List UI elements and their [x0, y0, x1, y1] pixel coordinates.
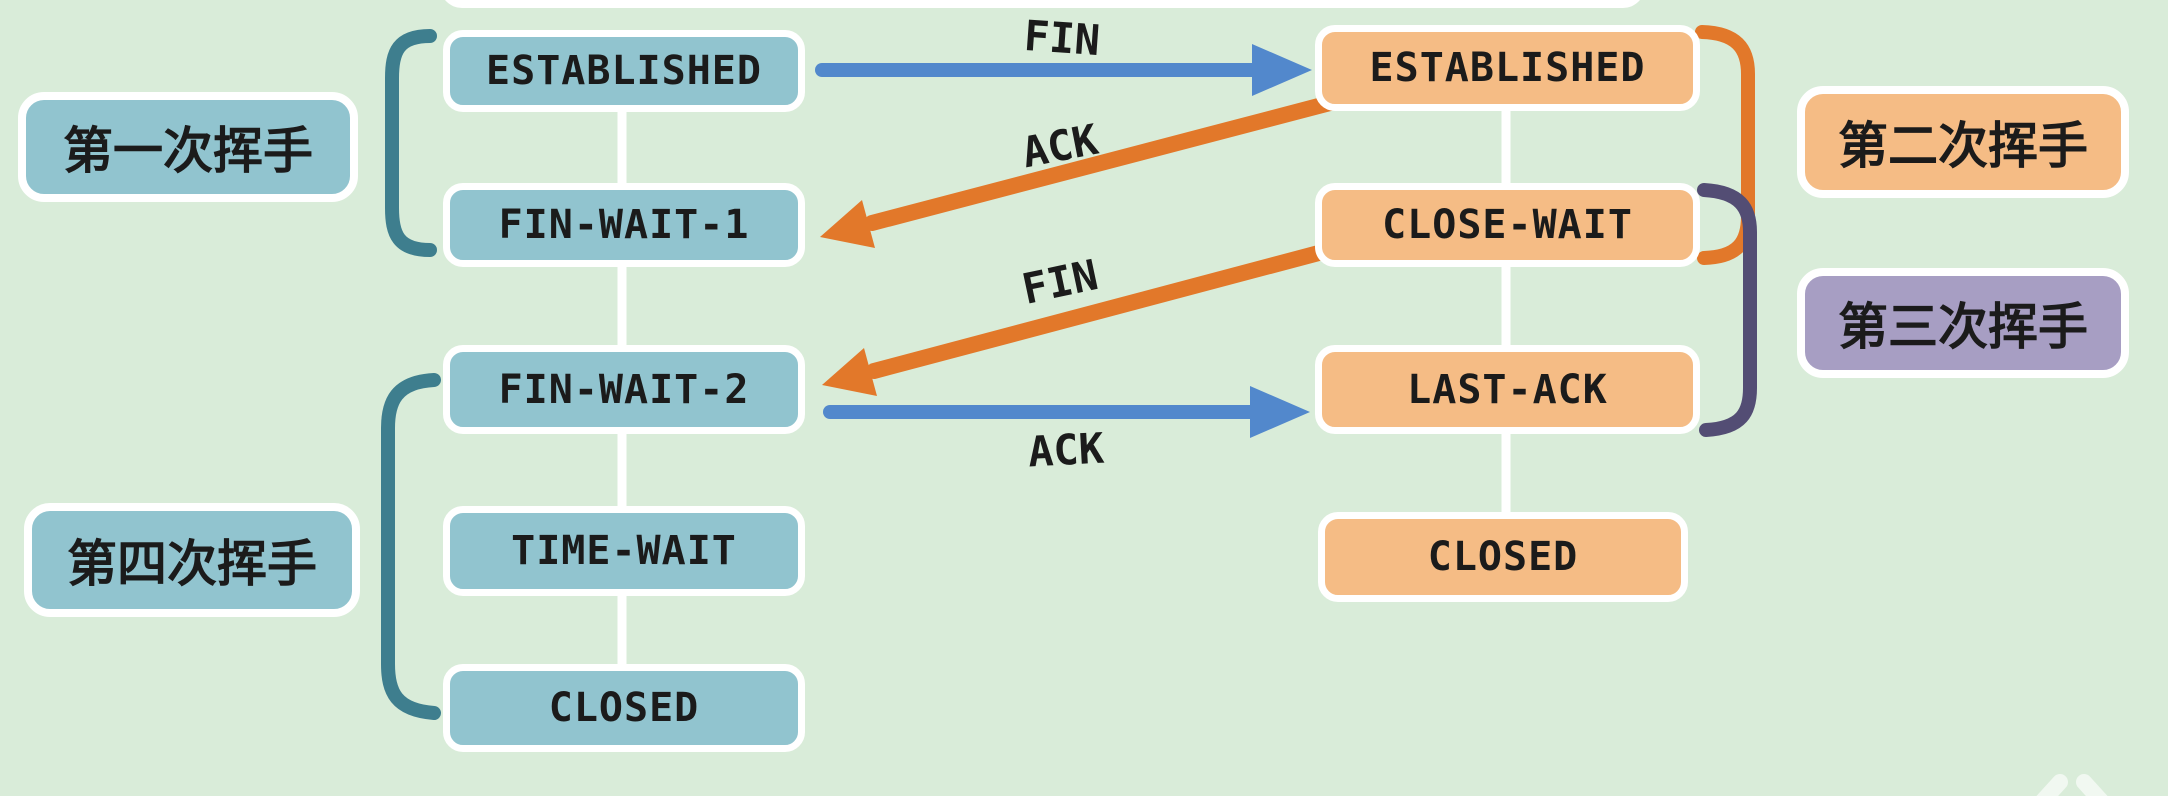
- bracket-first-handshake: [385, 29, 437, 257]
- state-client-established: ESTABLISHED: [443, 30, 805, 112]
- fin2-arrow-line: [866, 242, 1338, 379]
- label-first-handshake: 第一次挥手: [18, 92, 358, 202]
- state-label: CLOSED: [1427, 534, 1579, 580]
- bracket-second-handshake: [1695, 25, 1755, 265]
- state-label: TIME-WAIT: [511, 528, 737, 574]
- label-second-handshake: 第二次挥手: [1797, 86, 2129, 198]
- handshake-label-text: 第三次挥手: [1838, 299, 2088, 355]
- state-server-established: ESTABLISHED: [1315, 25, 1700, 111]
- label-fourth-handshake: 第四次挥手: [24, 503, 360, 617]
- state-server-close-wait: CLOSE-WAIT: [1315, 183, 1700, 267]
- state-client-fin-wait-1: FIN-WAIT-1: [443, 183, 805, 267]
- handshake-label-text: 第一次挥手: [63, 123, 313, 179]
- state-label: ESTABLISHED: [486, 48, 762, 94]
- state-label: FIN-WAIT-1: [498, 202, 750, 248]
- top-cutoff-box: [440, 0, 1645, 8]
- state-label: ESTABLISHED: [1369, 45, 1646, 91]
- ack1-arrow-head: [820, 200, 875, 248]
- fin2-arrow-label: FIN: [1017, 250, 1103, 314]
- handshake-label-text: 第四次挥手: [67, 536, 317, 592]
- state-label: FIN-WAIT-2: [498, 366, 750, 413]
- state-label: CLOSE-WAIT: [1382, 202, 1633, 248]
- state-client-fin-wait-2: FIN-WAIT-2: [443, 345, 805, 434]
- watermark-stroke-right: [2076, 774, 2108, 796]
- bracket-fourth-handshake: [381, 373, 441, 720]
- state-client-closed: CLOSED: [443, 664, 805, 752]
- state-server-last-ack: LAST-ACK: [1315, 345, 1700, 434]
- state-label: LAST-ACK: [1407, 366, 1608, 413]
- state-label: CLOSED: [548, 685, 700, 731]
- watermark-stroke-left: [2036, 774, 2068, 796]
- ack2-arrow-head: [1250, 386, 1310, 438]
- ack1-arrow-line: [864, 95, 1338, 231]
- state-client-time-wait: TIME-WAIT: [443, 506, 805, 596]
- fin1-arrow-head: [1252, 44, 1312, 96]
- ack2-arrow-label: ACK: [1026, 423, 1106, 477]
- state-server-closed: CLOSED: [1318, 512, 1688, 602]
- handshake-label-text: 第二次挥手: [1838, 118, 2088, 174]
- fin1-arrow-label: FIN: [1022, 10, 1102, 66]
- fin2-arrow-head: [822, 348, 877, 396]
- label-third-handshake: 第三次挥手: [1797, 268, 2129, 378]
- bracket-third-handshake: [1697, 183, 1757, 437]
- ack1-arrow-label: ACK: [1018, 114, 1102, 178]
